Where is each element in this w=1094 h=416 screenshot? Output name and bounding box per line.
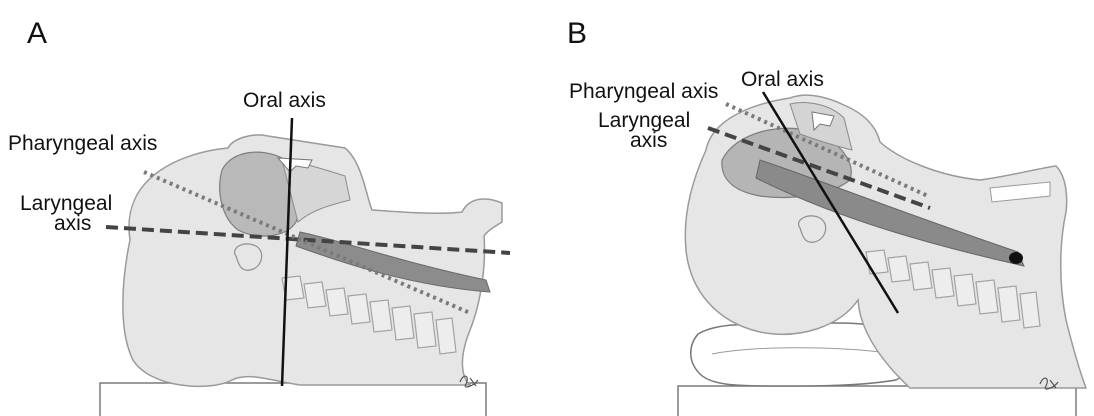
panel-a-letter: A [27,17,47,50]
panel-b-pharyngeal-axis-label: Pharyngeal axis [569,80,718,103]
panel-b-airway-tip [1009,252,1023,264]
panel-b-letter: B [567,17,587,50]
panel-b: B [567,17,1086,416]
panel-a: A Oral axis [8,17,510,416]
panel-b-laryngeal-axis-label-line2: axis [630,129,667,152]
panel-b-table [678,386,1076,416]
panel-b-oral-axis-label: Oral axis [741,68,824,91]
panel-a-table [100,383,486,416]
panel-a-pharyngeal-axis-label: Pharyngeal axis [8,132,157,155]
panel-a-laryngeal-axis-label-line2: axis [54,212,91,235]
panel-a-oral-axis-label: Oral axis [243,89,326,112]
